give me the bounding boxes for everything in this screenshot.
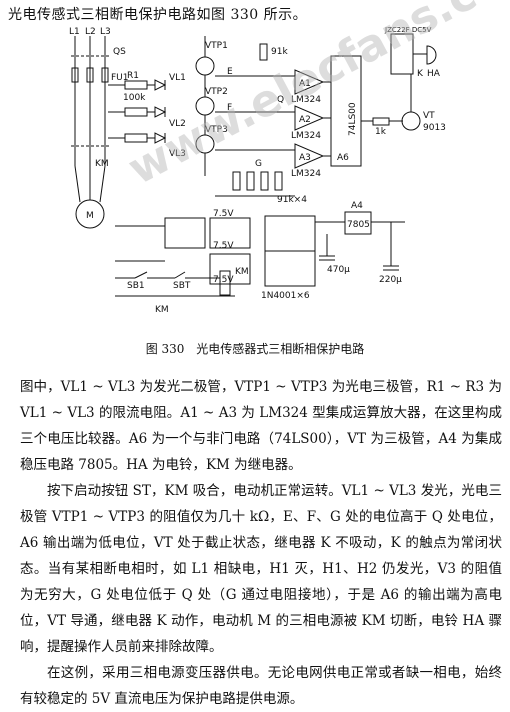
label-M: M <box>86 211 94 221</box>
paragraph: 按下启动按钮 ST，KM 吸合，电动机正常运转。VL1 ~ VL3 发光，光电三… <box>20 483 502 655</box>
label-lm324-2: LM324 <box>291 131 321 141</box>
circuit-diagram <box>71 33 437 297</box>
label-VTP1: VTP1 <box>205 41 228 51</box>
label-A2: A2 <box>299 115 311 125</box>
label-SBT: SBT <box>173 281 191 291</box>
label-VL2: VL2 <box>169 119 186 129</box>
label-91k: 91k <box>271 47 288 57</box>
label-VL1: VL1 <box>169 73 186 83</box>
label-7.5V-1: 7.5V <box>213 209 234 219</box>
label-VL3: VL3 <box>169 149 186 159</box>
label-K: K <box>417 69 424 79</box>
label-L3: L3 <box>100 27 111 37</box>
paragraph: 在这例，采用三相电源变压器供电。无论电网供电正常或者缺一相电，始终有较稳定的 5… <box>20 665 502 707</box>
label-R1: R1 <box>127 71 139 81</box>
label-91kx4: 91k×4 <box>277 195 307 205</box>
label-KM-main: KM <box>95 159 109 169</box>
label-L2: L2 <box>85 27 96 37</box>
label-VT: VT <box>423 111 435 121</box>
label-7805: 7805 <box>347 220 370 230</box>
label-KM-coil: KM <box>235 267 249 277</box>
label-SB1: SB1 <box>127 281 145 291</box>
label-E: E <box>227 67 233 77</box>
circuit-figure: L1 L2 L3 QS FU1 R1 100k VL1 VL2 VL3 VTP1… <box>55 26 465 326</box>
label-7.5V-3: 7.5V <box>213 275 234 285</box>
label-74ls00: 74LS00 <box>348 102 358 136</box>
label-220u: 220μ <box>379 275 402 285</box>
label-A6: A6 <box>337 153 349 163</box>
label-VTP2: VTP2 <box>205 87 228 97</box>
body-text: 图中，VL1 ~ VL3 为发光二极管，VTP1 ~ VTP3 为光电三极管，R… <box>20 374 502 712</box>
label-L1: L1 <box>69 27 80 37</box>
label-A3: A3 <box>299 153 311 163</box>
label-A1: A1 <box>299 79 311 89</box>
label-9013: 9013 <box>423 123 446 133</box>
label-VTP3: VTP3 <box>205 125 228 135</box>
label-A4: A4 <box>351 201 363 211</box>
label-7.5V-2: 7.5V <box>213 241 234 251</box>
label-QS: QS <box>113 47 126 57</box>
label-Q: Q <box>277 95 284 105</box>
label-lm324-1: LM324 <box>291 95 321 105</box>
label-470u: 470μ <box>327 265 350 275</box>
circuit-labels: L1 L2 L3 QS FU1 R1 100k VL1 VL2 VL3 VTP1… <box>69 26 446 315</box>
label-lm324-3: LM324 <box>291 169 321 179</box>
label-KM-contact: KM <box>155 305 169 315</box>
label-relay: JZC22F DC5V <box>384 26 432 34</box>
label-G: G <box>255 159 262 169</box>
label-HA: HA <box>427 69 441 79</box>
label-100k: 100k <box>123 93 146 103</box>
caption-title: 光电传感器式三相断相保护电路 <box>196 342 365 356</box>
intro-heading: 光电传感式三相断电保护电路如图 330 所示。 <box>8 7 308 23</box>
paragraph: 图中，VL1 ~ VL3 为发光二极管，VTP1 ~ VTP3 为光电三极管，R… <box>20 379 502 473</box>
label-FU1: FU1 <box>111 73 129 83</box>
label-1N4001: 1N4001×6 <box>261 291 310 301</box>
figure-caption: 图 330 光电传感器式三相断相保护电路 <box>0 340 510 357</box>
label-1k: 1k <box>375 127 387 137</box>
label-F: F <box>227 103 232 113</box>
caption-number: 图 330 <box>145 342 185 356</box>
